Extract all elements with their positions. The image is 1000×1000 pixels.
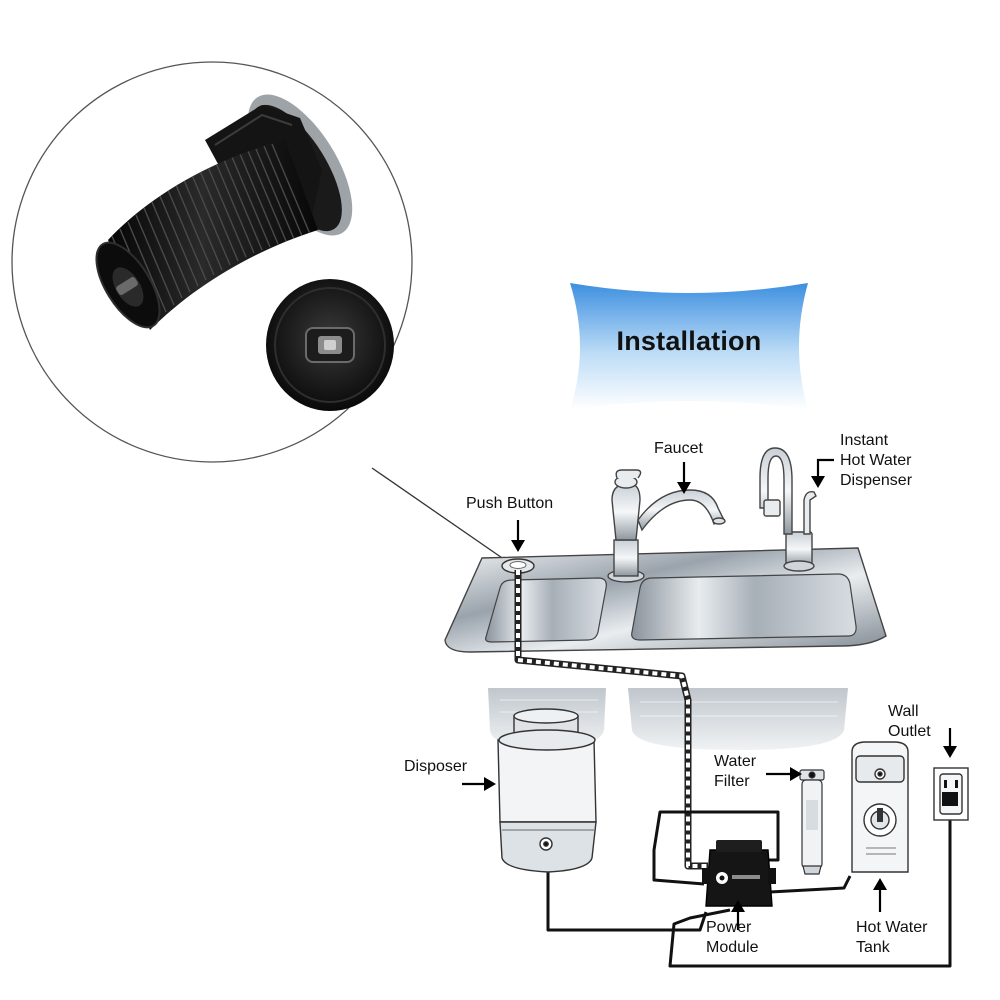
label-wall-outlet-line1: Wall	[888, 703, 919, 720]
banner-title: Installation	[616, 326, 762, 356]
label-faucet: Faucet	[654, 440, 703, 457]
sink	[444, 547, 887, 750]
product-zoom-callout	[11, 61, 509, 563]
label-wall-outlet-line2: Outlet	[888, 723, 931, 740]
air-tube-dashed	[516, 570, 708, 868]
label-dispenser-line2: Hot Water	[840, 452, 912, 469]
label-power-module-line1: Power	[706, 919, 752, 936]
callout-line	[371, 467, 509, 563]
installation-banner	[570, 283, 808, 410]
label-disposer: Disposer	[404, 758, 468, 775]
label-dispenser-line3: Dispenser	[840, 472, 913, 489]
arrow-heads	[484, 476, 957, 912]
label-power-module-line2: Module	[706, 939, 759, 956]
push-button-body-icon	[95, 94, 353, 330]
label-push-button: Push Button	[466, 495, 554, 512]
label-hot-water-tank-line1: Hot Water	[856, 919, 928, 936]
disposer-icon	[497, 708, 597, 873]
hot-water-tank-icon	[851, 741, 909, 873]
wall-outlet-icon	[933, 767, 969, 821]
power-cords	[546, 806, 952, 968]
label-dispenser-line1: Instant	[840, 432, 889, 449]
faucet-icon	[607, 469, 726, 583]
push-button-cap-icon	[266, 279, 394, 411]
label-hot-water-tank-line2: Tank	[856, 939, 890, 956]
label-arrows	[462, 458, 952, 930]
instant-hot-water-dispenser-icon	[759, 447, 817, 572]
label-water-filter-line1: Water	[714, 753, 757, 770]
power-module-icon	[702, 840, 776, 907]
water-filter-icon	[799, 769, 825, 875]
label-water-filter-line2: Filter	[714, 773, 750, 790]
